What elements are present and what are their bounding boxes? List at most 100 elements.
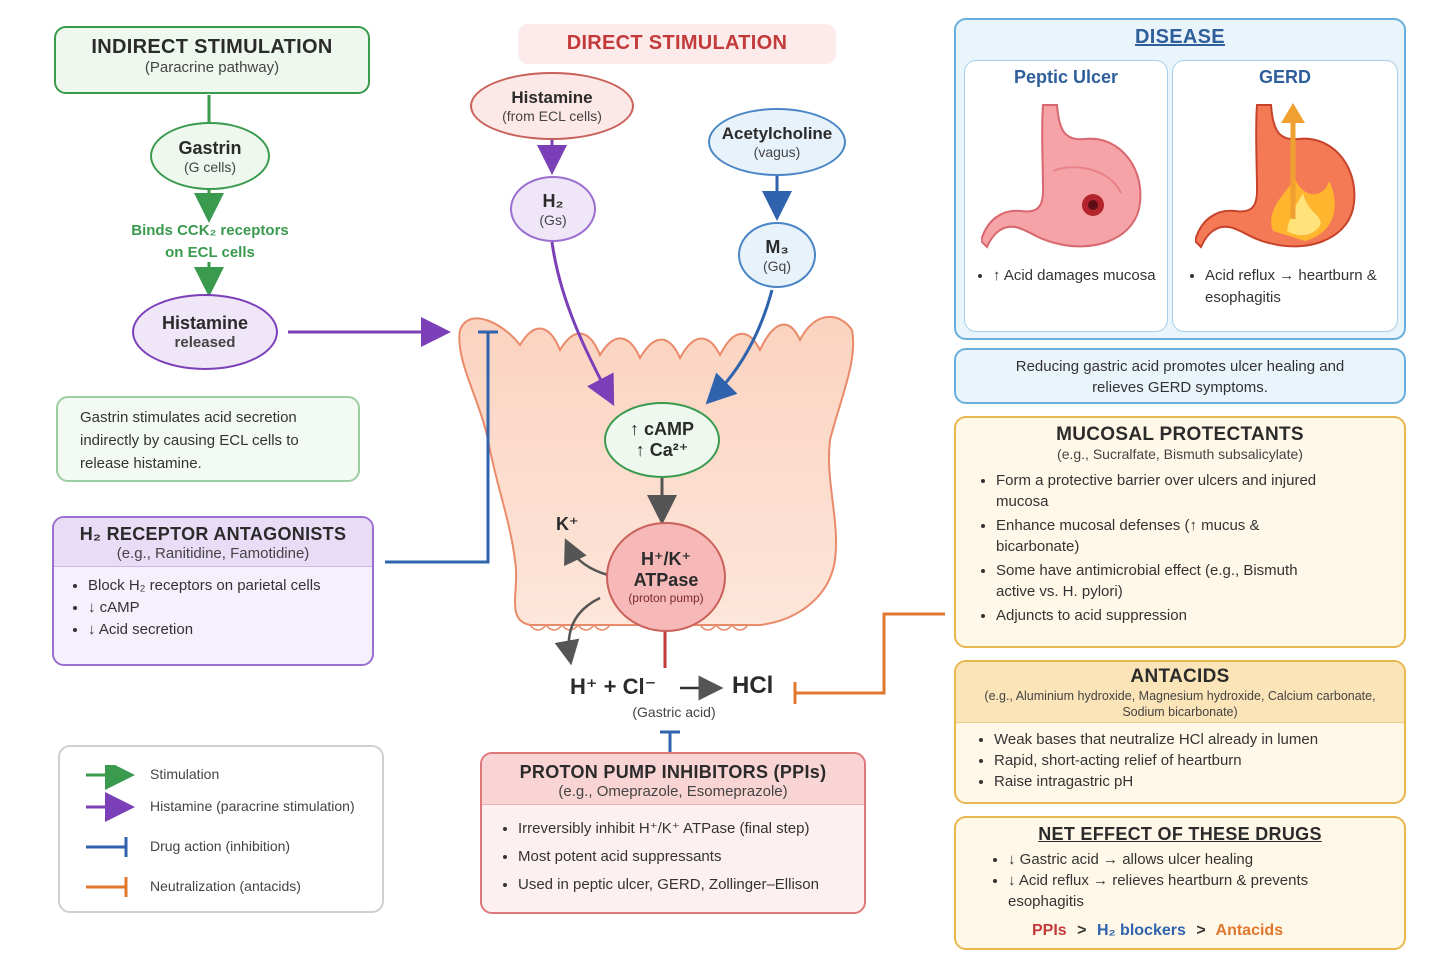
list-item: ↓ cAMP [88,597,372,619]
mucosal-list: Form a protective barrier over ulcers an… [956,462,1404,626]
pump-label-2: ATPase [633,570,699,590]
m3-receptor-sub: (Gq) [763,257,791,274]
stomach-ulcer-illustration [981,104,1142,249]
ppi-list: Irreversibly inhibit H⁺/K⁺ ATPase (final… [482,805,864,899]
binds-cck2-text: Binds CCK₂ receptors on ECL cells [131,222,289,261]
histamine-released-node: Histamine released [132,294,278,370]
net-effect-list: ↓ Gastric acid → allows ulcer healing ↓ … [956,845,1404,912]
legend-label-neutralization: Neutralization (antacids) [150,878,301,894]
list-item: ↓ Gastric acid → allows ulcer healing [1008,849,1324,870]
gastrin-node: Gastrin (G cells) [150,122,270,190]
potency-ranking: PPIs > H₂ blockers > Antacids [1032,922,1283,940]
acetylcholine-node: Acetylcholine (vagus) [708,108,846,176]
rank-h2-blockers: H₂ blockers [1096,922,1186,939]
antacids-box: ANTACIDS (e.g., Aluminium hydroxide, Mag… [954,660,1406,804]
direct-stimulation-header: DIRECT STIMULATION [518,24,836,64]
net-effect-title: NET EFFECT OF THESE DRUGS [1038,824,1322,844]
camp-label: ↑ cAMP [629,419,694,439]
direct-title: DIRECT STIMULATION [566,32,788,54]
gerd-title: GERD [1258,67,1311,87]
arrow-k-out [564,538,609,577]
acetylcholine-label: Acetylcholine [721,124,833,143]
list-item: Adjuncts to acid suppression [996,605,1334,626]
mucosal-subtitle: (e.g., Sucralfate, Bismuth subsalicylate… [1057,446,1303,462]
ca-label: ↑ Ca²⁺ [635,440,689,460]
indirect-subtitle: (Paracrine pathway) [144,59,280,76]
disease-note: Reducing gastric acid promotes ulcer hea… [954,348,1406,404]
gastrin-sub: (G cells) [183,158,237,175]
legend-label-inhibition: Drug action (inhibition) [150,838,291,854]
list-item: Some have antimicrobial effect (e.g., Bi… [996,560,1334,602]
h2-antagonists-subtitle: (e.g., Ranitidine, Famotidine) [116,545,310,562]
list-item: ↑ Acid damages mucosa [993,265,1159,287]
h2-receptor-sub: (Gs) [539,211,567,228]
histamine-released-label: Histamine [161,313,249,333]
rank-ppis: PPIs [1032,922,1067,939]
m3-receptor-label: M₃ [765,236,789,257]
list-item: Rapid, short-acting relief of heartburn [994,750,1404,771]
peptic-ulcer-card: Peptic Ulcer ↑ Acid damages mucosa [964,60,1168,332]
list-item: Used in peptic ulcer, GERD, Zollinger–El… [518,871,864,899]
peptic-ulcer-title: Peptic Ulcer [1013,67,1119,87]
h2-antagonists-title: H₂ RECEPTOR ANTAGONISTS [79,524,347,544]
ppi-box: PROTON PUMP INHIBITORS (PPIs) (e.g., Ome… [480,752,866,914]
h2-antagonists-list: Block H₂ receptors on parietal cells ↓ c… [54,567,372,641]
stomach-gerd-illustration [1195,103,1356,249]
ppi-subtitle: (e.g., Omeprazole, Esomeprazole) [558,783,788,800]
gastrin-note: Gastrin stimulates acid secretion indire… [56,396,360,482]
acetylcholine-sub: (vagus) [753,144,801,160]
antacid-neutralization-line [795,612,945,695]
legend-label-histamine: Histamine (paracrine stimulation) [150,798,355,814]
gastrin-label: Gastrin [178,137,242,158]
h2-antagonists-box: H₂ RECEPTOR ANTAGONISTS (e.g., Ranitidin… [52,516,374,666]
reaction-product-hcl: HCl [732,672,774,699]
list-item: Irreversibly inhibit H⁺/K⁺ ATPase (final… [518,815,864,843]
list-item: Acid reflux → heartburn & esophagitis [1205,265,1387,309]
reaction-reactants: H⁺ + Cl⁻ [570,674,657,699]
rank-antacids: Antacids [1215,922,1284,939]
list-item: ↓ Acid secretion [88,619,372,641]
proton-pump-node: H⁺/K⁺ ATPase (proton pump) [606,522,726,632]
legend: Stimulation Histamine (paracrine stimula… [58,745,384,913]
arrow-h-out [554,596,601,666]
disease-title: DISEASE [1135,26,1225,48]
histamine-ecl-node: Histamine (from ECL cells) [470,72,634,140]
rank-sep-2: > [1196,922,1206,939]
list-item: Most potent acid suppressants [518,843,864,871]
indirect-stimulation-header: INDIRECT STIMULATION (Paracrine pathway) [54,26,370,94]
list-item: Block H₂ receptors on parietal cells [88,575,372,597]
legend-label-stimulation: Stimulation [150,766,220,782]
legend-swatches [86,765,135,897]
h2-receptor-label: H₂ [542,190,564,211]
list-item: Weak bases that neutralize HCl already i… [994,729,1404,750]
antacids-title: ANTACIDS [1130,666,1230,687]
list-item: Raise intragastric pH [994,771,1404,792]
mucosal-protectants-box: MUCOSAL PROTECTANTS (e.g., Sucralfate, B… [954,416,1406,648]
antacids-list: Weak bases that neutralize HCl already i… [956,723,1404,792]
gerd-list: Acid reflux → heartburn & esophagitis [1181,265,1387,309]
camp-ca-node: ↑ cAMP ↑ Ca²⁺ [604,402,720,478]
rank-sep-1: > [1077,922,1087,939]
arrow-m3-to-ca [705,289,774,405]
h2-receptor-node: H₂ (Gs) [510,176,596,242]
indirect-title: INDIRECT STIMULATION [91,36,333,58]
list-item: Enhance mucosal defenses (↑ mucus & bica… [996,515,1334,557]
net-effect-box: NET EFFECT OF THESE DRUGS ↓ Gastric acid… [954,816,1406,950]
list-item: Form a protective barrier over ulcers an… [996,470,1334,512]
k-ion-label: K⁺ [556,514,579,534]
m3-receptor-node: M₃ (Gq) [738,222,816,288]
histamine-ecl-sub: (from ECL cells) [502,108,602,124]
antacids-subtitle: (e.g., Aluminium hydroxide, Magnesium hy… [984,689,1376,719]
gerd-card: GERD Acid reflux → heartburn & esophagit… [1172,60,1398,332]
mucosal-title: MUCOSAL PROTECTANTS [1056,424,1304,445]
pump-label-1: H⁺/K⁺ [640,549,691,569]
gastric-acid-label: (Gastric acid) [632,704,716,720]
histamine-released-sub: released [174,334,236,351]
ppi-title: PROTON PUMP INHIBITORS (PPIs) [519,762,827,782]
peptic-ulcer-list: ↑ Acid damages mucosa [973,265,1159,287]
histamine-ecl-label: Histamine [511,88,593,107]
h2ra-inhibition-line [385,332,490,564]
list-item: ↓ Acid reflux → relieves heartburn & pre… [1008,870,1324,912]
pump-sub: (proton pump) [628,591,704,605]
arrow-h2-to-camp [550,241,615,406]
